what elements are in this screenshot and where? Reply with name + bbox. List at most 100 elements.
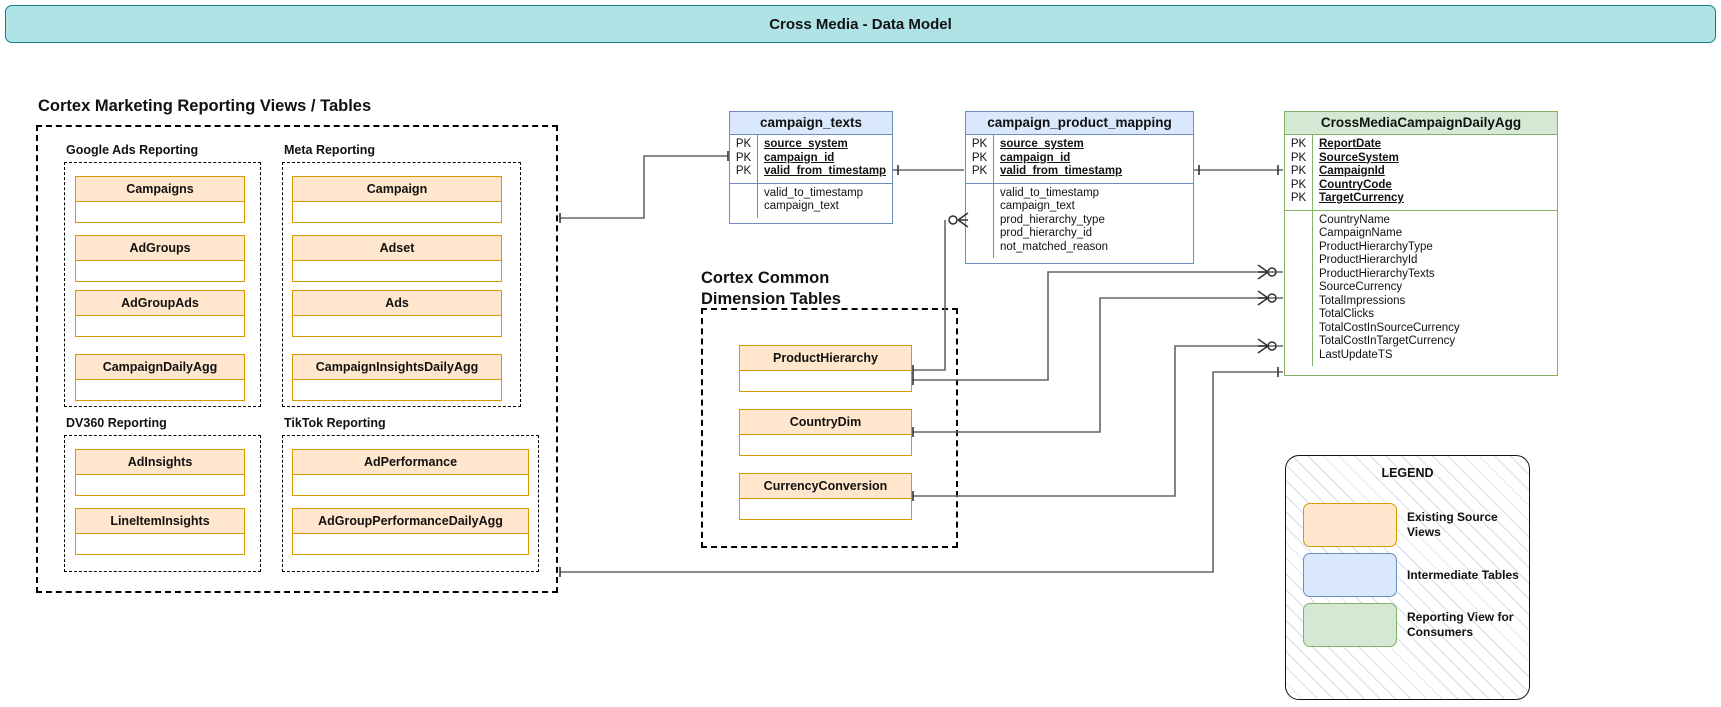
entity-meta-campaign[interactable]: Campaign — [292, 176, 502, 223]
group-box-dv360-reporting — [64, 435, 261, 572]
entity-meta-campaign-title: Campaign — [293, 177, 501, 202]
entity-adgroupads-title: AdGroupAds — [76, 291, 244, 316]
entity-lineiteminsights-title: LineItemInsights — [76, 509, 244, 534]
ertable-campaign-product-mapping[interactable]: campaign_product_mapping PK PK PK source… — [965, 111, 1194, 264]
marker-zero — [1267, 341, 1277, 351]
key-field: CampaignId — [1319, 165, 1385, 177]
key-field-list: source_system campaign_id valid_from_tim… — [994, 135, 1193, 183]
attribute: CampaignName — [1319, 227, 1403, 239]
entity-meta-campaign-body — [293, 202, 501, 223]
entity-adperformance[interactable]: AdPerformance — [292, 449, 529, 496]
pk-marker: PK — [1290, 138, 1307, 150]
entity-campaigns-title: Campaigns — [76, 177, 244, 202]
group-box-google-ads-reporting — [64, 162, 261, 407]
pk-marker-column: PK PK PK — [730, 135, 758, 183]
entity-adgroupperformancedailyagg-title: AdGroupPerformanceDailyAgg — [293, 509, 528, 534]
pk-marker-column — [730, 183, 758, 218]
link-currencyconversion-to-crossmedia — [913, 345, 1283, 497]
entity-adgroups[interactable]: AdGroups — [75, 235, 245, 282]
entity-lineiteminsights[interactable]: LineItemInsights — [75, 508, 245, 555]
attribute: TotalImpressions — [1319, 294, 1406, 307]
attribute: ProductHierarchyTexts — [1319, 267, 1435, 280]
key-field: valid_from_timestamp — [1000, 165, 1123, 177]
entity-adgroupads[interactable]: AdGroupAds — [75, 290, 245, 337]
diagram-title: Cross Media - Data Model — [769, 15, 952, 33]
link-countrydim-to-crossmedia — [913, 297, 1283, 433]
section-title-common-dimensions: Cortex Common Dimension Tables — [701, 269, 841, 308]
pk-marker: PK — [971, 138, 988, 150]
entity-adgroups-title: AdGroups — [76, 236, 244, 261]
entity-ads[interactable]: Ads — [292, 290, 502, 337]
legend-swatch-orange — [1303, 503, 1397, 547]
entity-currencyconversion[interactable]: CurrencyConversion — [739, 473, 912, 520]
ertable-campaign-texts-title: campaign_texts — [730, 112, 892, 135]
entity-lineiteminsights-body — [76, 534, 244, 555]
pk-marker-column — [1285, 210, 1313, 366]
ertable-crossmediacampaigndailyagg[interactable]: CrossMediaCampaignDailyAgg PK PK PK PK P… — [1284, 111, 1558, 376]
key-field: valid_from_timestamp — [764, 165, 887, 177]
ertable-crossmediacampaigndailyagg-title: CrossMediaCampaignDailyAgg — [1285, 112, 1557, 135]
attribute: valid_to_timestamp — [1000, 186, 1100, 199]
attribute-list: valid_to_timestamp campaign_text prod_hi… — [994, 184, 1193, 259]
attribute-list: valid_to_timestamp campaign_text — [758, 184, 892, 218]
marker-zero — [948, 215, 958, 225]
attribute: TotalCostInSourceCurrency — [1319, 321, 1460, 334]
diagram-title-banner: Cross Media - Data Model — [5, 5, 1716, 43]
attribute: ProductHierarchyId — [1319, 254, 1418, 266]
entity-adset-title: Adset — [293, 236, 501, 261]
key-field: campaign_id — [1000, 151, 1071, 164]
group-label-tiktok-reporting: TikTok Reporting — [284, 416, 386, 430]
group-label-meta-reporting: Meta Reporting — [284, 143, 375, 157]
key-field-list: source_system campaign_id valid_from_tim… — [758, 135, 892, 183]
legend-label-existing-source-views: Existing Source Views — [1407, 510, 1498, 539]
pk-marker: PK — [1290, 192, 1307, 204]
entity-adgroupperformancedailyagg[interactable]: AdGroupPerformanceDailyAgg — [292, 508, 529, 555]
legend-swatch-green — [1303, 603, 1397, 647]
key-field-list: ReportDate SourceSystem CampaignId Count… — [1313, 135, 1557, 210]
entity-ads-title: Ads — [293, 291, 501, 316]
pk-marker-column — [966, 183, 994, 258]
pk-marker: PK — [1290, 165, 1307, 177]
entity-producthierarchy-body — [740, 371, 911, 392]
pk-marker-column: PK PK PK PK PK — [1285, 135, 1313, 210]
attribute: valid_to_timestamp — [764, 186, 864, 199]
entity-producthierarchy[interactable]: ProductHierarchy — [739, 345, 912, 392]
legend-panel: LEGEND Existing Source Views Intermediat… — [1285, 455, 1530, 700]
marker-zero — [1267, 267, 1277, 277]
key-field: source_system — [1000, 138, 1084, 150]
entity-adset[interactable]: Adset — [292, 235, 502, 282]
attribute: TotalClicks — [1319, 308, 1374, 320]
marker-many — [1257, 338, 1269, 354]
reporting-views-container — [36, 125, 558, 593]
pk-marker-column: PK PK PK — [966, 135, 994, 183]
ertable-crossmediacampaigndailyagg-keys: PK PK PK PK PK ReportDate SourceSystem C… — [1285, 135, 1557, 211]
group-box-tiktok-reporting — [282, 435, 539, 572]
ertable-crossmediacampaigndailyagg-fields: CountryName CampaignName ProductHierarch… — [1285, 210, 1557, 366]
entity-adinsights[interactable]: AdInsights — [75, 449, 245, 496]
entity-campaigndailyagg-title: CampaignDailyAgg — [76, 355, 244, 380]
legend-title: LEGEND — [1381, 466, 1434, 480]
legend-label-reporting-view: Reporting View for Consumers — [1407, 610, 1514, 639]
ertable-campaign-texts[interactable]: campaign_texts PK PK PK source_system ca… — [729, 111, 893, 224]
entity-campaigns[interactable]: Campaigns — [75, 176, 245, 223]
entity-countrydim[interactable]: CountryDim — [739, 409, 912, 456]
marker-many — [1257, 264, 1269, 280]
entity-campaigninsightsdailyagg-title: CampaignInsightsDailyAgg — [293, 355, 501, 380]
group-box-meta-reporting — [282, 162, 521, 407]
pk-marker: PK — [735, 165, 752, 177]
marker-many — [1257, 290, 1269, 306]
attribute: campaign_text — [1000, 200, 1075, 212]
entity-adinsights-title: AdInsights — [76, 450, 244, 475]
entity-countrydim-body — [740, 435, 911, 456]
entity-campaigndailyagg[interactable]: CampaignDailyAgg — [75, 354, 245, 401]
link-sources-to-campaign-texts — [560, 155, 728, 219]
ertable-campaign-product-mapping-keys: PK PK PK source_system campaign_id valid… — [966, 135, 1193, 184]
legend-item-intermediate-tables: Intermediate Tables — [1303, 553, 1519, 597]
entity-campaigninsightsdailyagg[interactable]: CampaignInsightsDailyAgg — [292, 354, 502, 401]
pk-marker: PK — [735, 138, 752, 150]
attribute: campaign_text — [764, 200, 839, 212]
link-producthierarchy-to-crossmedia — [913, 271, 1283, 381]
entity-adperformance-title: AdPerformance — [293, 450, 528, 475]
ertable-campaign-product-mapping-fields: valid_to_timestamp campaign_text prod_hi… — [966, 183, 1193, 259]
entity-campaigndailyagg-body — [76, 380, 244, 401]
